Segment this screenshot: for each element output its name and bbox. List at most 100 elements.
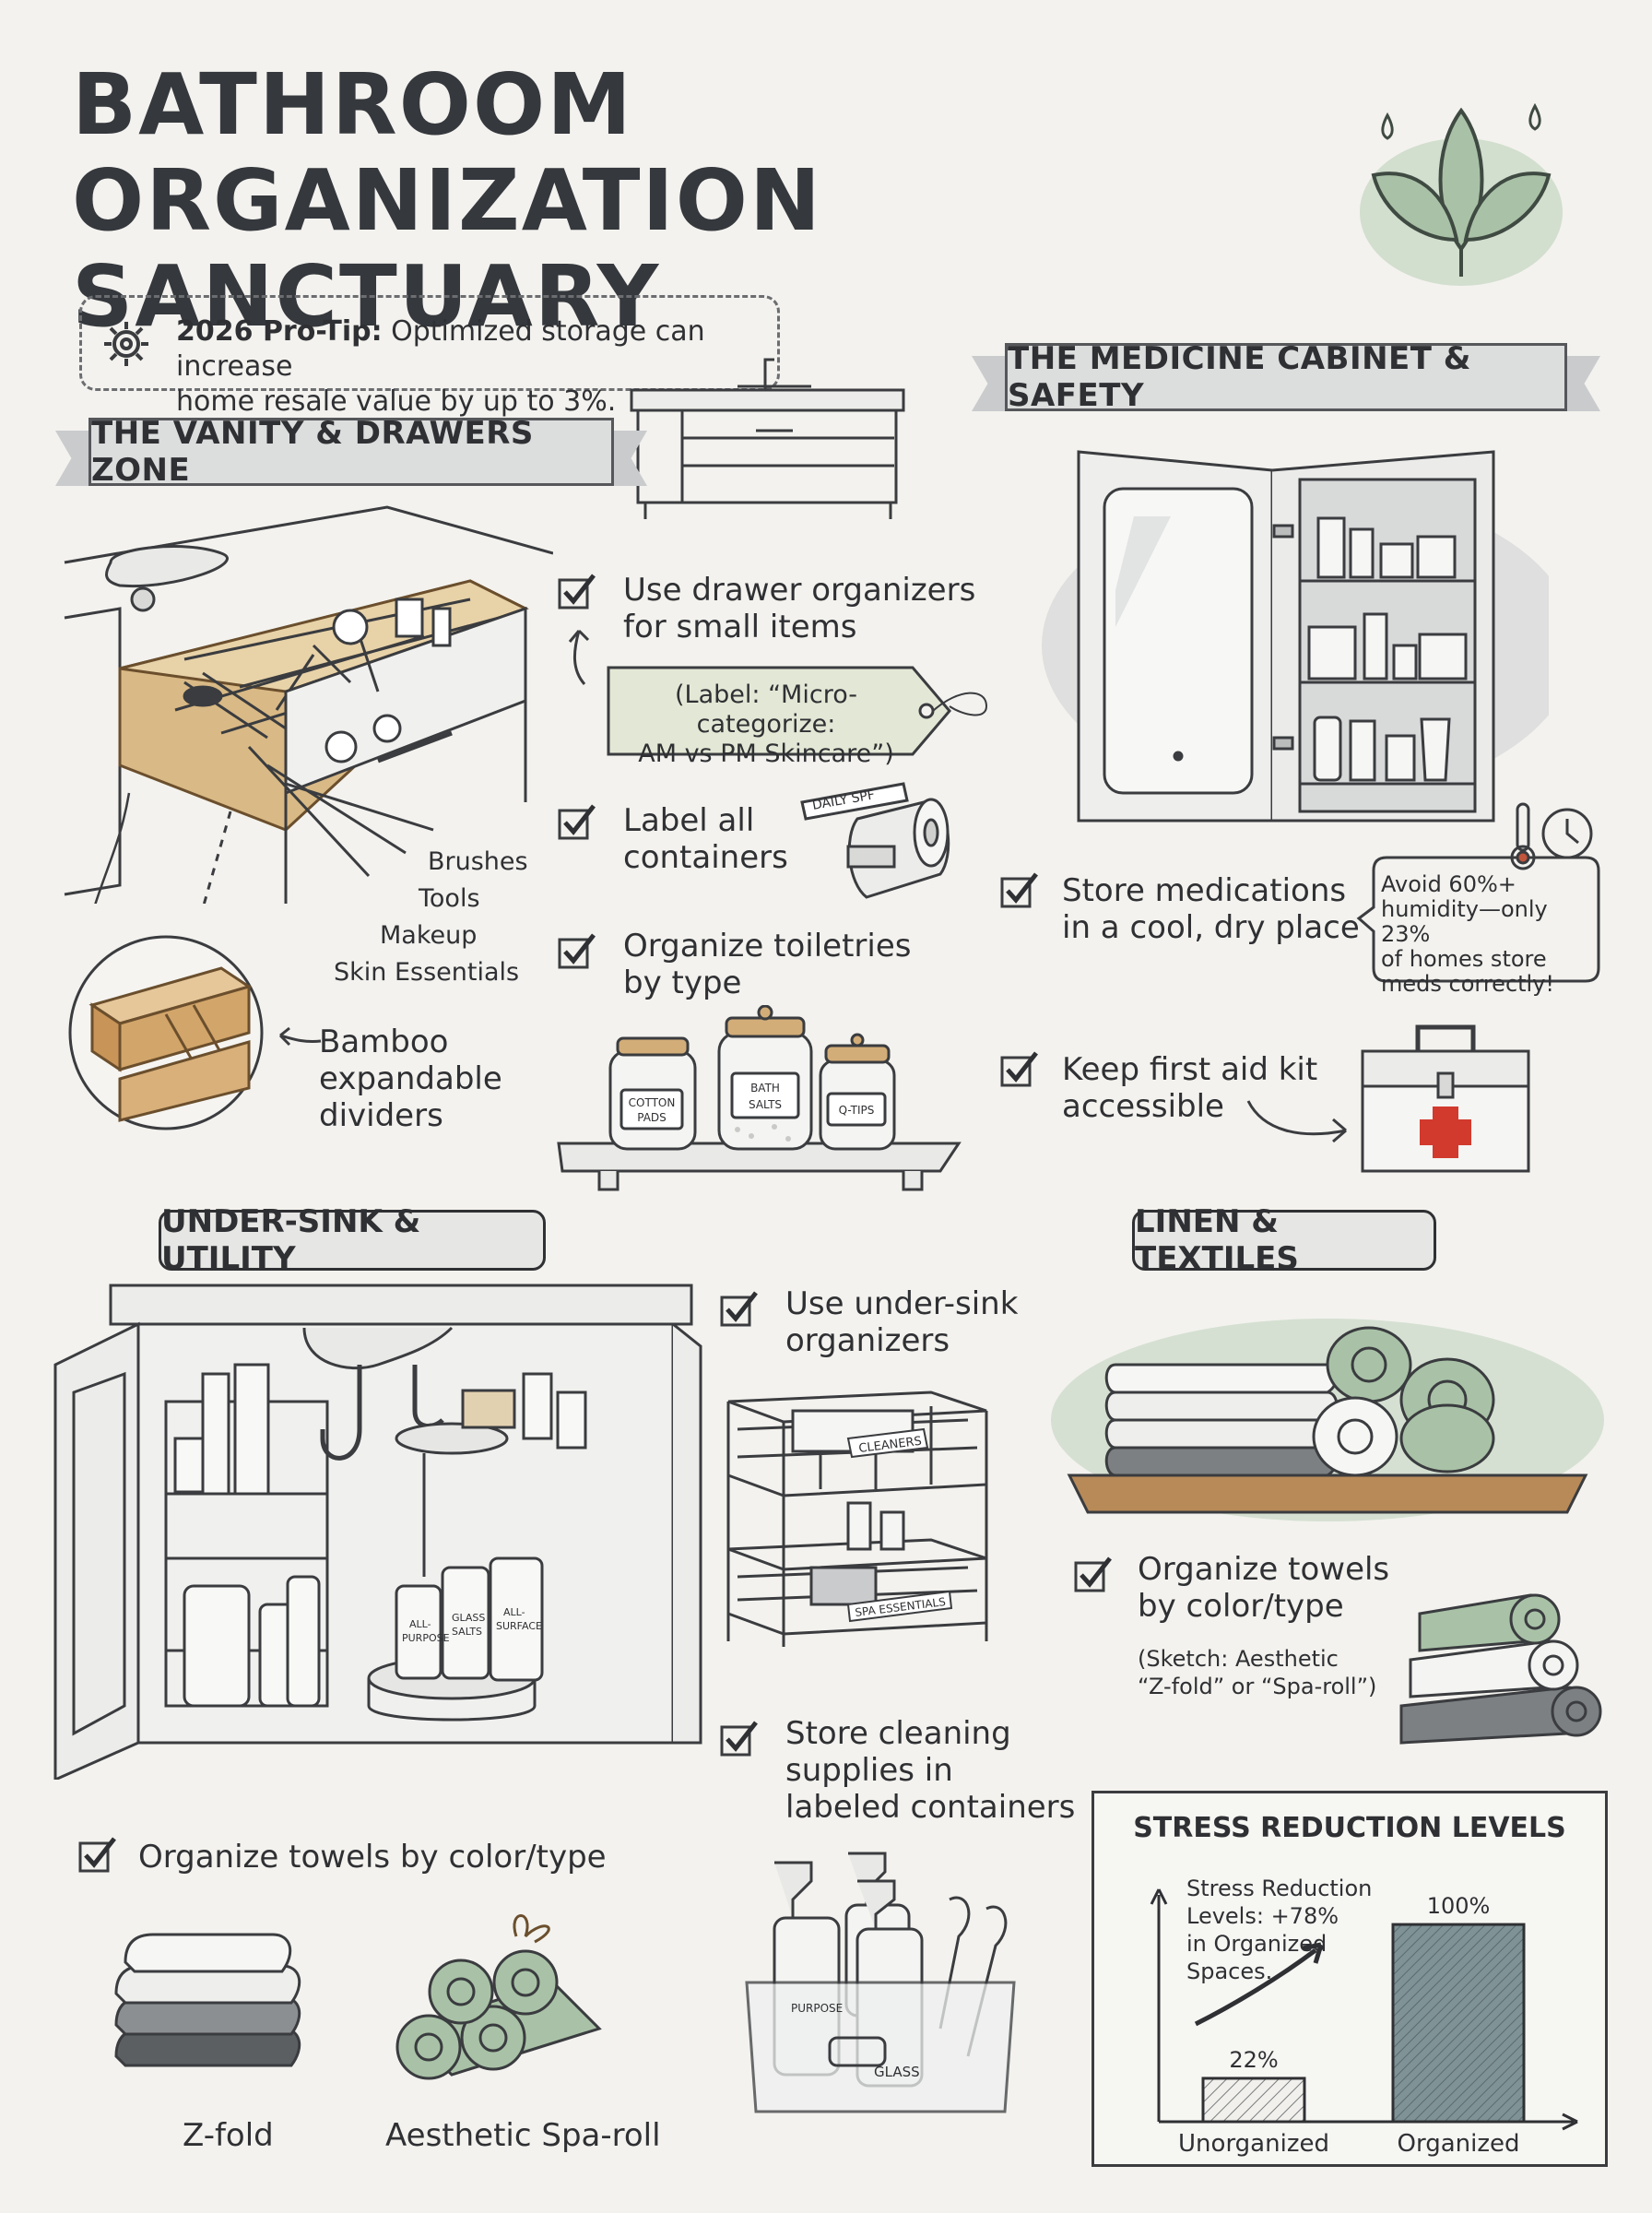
jar-label-pads: PADS (637, 1111, 667, 1124)
category-label-unorganized: Unorganized (1178, 2130, 1329, 2158)
bottle-label-salts: SALTS (452, 1626, 482, 1638)
drawer-label-makeup: Makeup (380, 921, 478, 950)
micro-categorize-tag (607, 666, 988, 756)
micro-categorize-label: (Label: “Micro-categorize: AM vs PM Skin… (614, 680, 918, 769)
annotation-line-1: Stress Reduction (1186, 1876, 1373, 1901)
undersink-heading: UNDER-SINK & UTILITY (161, 1203, 421, 1277)
linen-shelf-illustration (1051, 1319, 1604, 1521)
bar-organized (1391, 1923, 1526, 2124)
label-containers-item: Label all containers (623, 802, 788, 876)
drawer-label-brushes: Brushes (428, 847, 528, 876)
cleaning-supplies-line-3: labeled containers (785, 1789, 1076, 1826)
toiletries-line-2: by type (623, 964, 742, 1001)
first-aid-kit-icon (1361, 1024, 1530, 1173)
checkbox-icon (558, 574, 596, 609)
pro-tip-text: 2026 Pro-Tip: Optimized storage can incr… (176, 314, 766, 420)
jar-label-cotton: COTTON (629, 1096, 676, 1109)
value-label-unorganized: 22% (1229, 2047, 1278, 2073)
jar-label-salts: SALTS (749, 1098, 782, 1111)
first-aid-item: Keep first aid kit accessible (1062, 1051, 1317, 1125)
value-label-organized: 100% (1427, 1893, 1491, 1919)
linen-sketch-line-1: (Sketch: Aesthetic (1138, 1646, 1339, 1672)
callout-line-3: of homes store (1381, 946, 1547, 972)
bar-unorganized (1201, 2077, 1306, 2124)
linen-towels-line-2: by color/type (1138, 1588, 1344, 1625)
label-tag-line-1: (Label: “Micro-categorize: (675, 680, 857, 739)
thermometer-clock-icon (1510, 802, 1593, 870)
callout-line-1: Avoid 60%+ (1381, 871, 1516, 897)
arrow-icon (278, 1026, 322, 1047)
checkbox-icon (78, 1837, 116, 1873)
linen-towels-item: Organize towels by color/type (1138, 1551, 1389, 1625)
cleaning-supplies-item: Store cleaning supplies in labeled conta… (785, 1715, 1075, 1826)
drawer-organizers-line-1: Use drawer organizers (623, 572, 976, 609)
drawer-organizer-illustration (64, 505, 553, 904)
rolled-towels-stack-illustration (1399, 1593, 1602, 1745)
pro-tip-box: 2026 Pro-Tip: Optimized storage can incr… (79, 295, 780, 418)
under-sink-organizers-line-2: organizers (785, 1322, 950, 1359)
linen-sketch-line-2: “Z-fold” or “Spa-roll”) (1138, 1674, 1377, 1699)
bottle-label-all-1: ALL- (409, 1618, 431, 1630)
leaf-logo-icon (1360, 102, 1563, 286)
checkbox-icon (720, 1291, 758, 1327)
vanity-heading: THE VANITY & DRAWERS ZONE (88, 415, 614, 489)
pro-tip-line-2: home resale value by up to 3%. (176, 385, 617, 418)
cleaning-supplies-line-1: Store cleaning (785, 1715, 1011, 1752)
annotation-line-4: Spaces. (1186, 1959, 1273, 1984)
linen-towels-line-1: Organize towels (1138, 1551, 1390, 1588)
jar-label-bath: BATH (750, 1082, 780, 1095)
toiletry-jars-shelf-illustration: COTTON PADS BATH SALTS Q-TIPS (557, 1005, 962, 1191)
bamboo-dividers-label: Bamboo expandable dividers (319, 1024, 502, 1134)
label-containers-line-1: Label all (623, 802, 755, 839)
label-containers-line-2: containers (623, 839, 788, 876)
linen-sketch-note: (Sketch: Aesthetic “Z-fold” or “Spa-roll… (1138, 1645, 1376, 1700)
label-tag-line-2: AM vs PM Skincare”) (638, 740, 894, 768)
bamboo-label-line-3: dividers (319, 1097, 443, 1134)
pro-tip-line-1: Optimized storage can increase (176, 315, 705, 383)
toiletries-line-1: Organize toiletries (623, 928, 912, 964)
vanity-cabinet-illustration (630, 358, 905, 519)
drawer-label-skin-essentials: Skin Essentials (334, 958, 520, 987)
drawer-organizers-item: Use drawer organizers for small items (623, 572, 975, 645)
arrow-up-icon (568, 629, 590, 685)
linen-section-tag: LINEN & TEXTILES (1132, 1203, 1436, 1277)
checkbox-icon (558, 933, 596, 969)
medications-line-2: in a cool, dry place (1062, 909, 1360, 946)
medicine-cabinet-illustration (1042, 450, 1549, 822)
bamboo-label-line-1: Bamboo (319, 1024, 449, 1060)
checkbox-icon (558, 804, 596, 840)
checkbox-icon (1074, 1556, 1112, 1592)
bottle-label-all-2: ALL- (503, 1606, 525, 1618)
drawer-label-tools: Tools (419, 884, 480, 913)
bottle-label-surface: SURFACE (496, 1620, 542, 1632)
spa-roll-towels-illustration (395, 1914, 602, 2080)
linen-heading: LINEN & TEXTILES (1135, 1203, 1299, 1277)
z-fold-towels-illustration (114, 1933, 301, 2067)
towels-item-left: Organize towels by color/type (138, 1839, 607, 1876)
title-line-1: BATHROOM ORGANIZATION (72, 55, 822, 250)
stress-chart: 22% Unorganized 100% Organized (1150, 1888, 1578, 2158)
gear-icon (104, 322, 148, 366)
drawer-organizers-line-2: for small items (623, 609, 857, 645)
bottle-label-purpose: PURPOSE (402, 1632, 450, 1644)
humidity-callout-bubble (1356, 856, 1600, 983)
checkbox-icon (720, 1721, 758, 1757)
cleaning-supplies-line-2: supplies in (785, 1752, 953, 1789)
undersink-section-tag: UNDER-SINK & UTILITY (159, 1203, 546, 1277)
label-maker-icon: DAILY SPF (800, 782, 950, 899)
toiletries-item: Organize toiletries by type (623, 928, 911, 1001)
medications-line-1: Store medications (1062, 872, 1347, 909)
pro-tip-label: 2026 Pro-Tip: (176, 315, 383, 348)
first-aid-line-1: Keep first aid kit (1062, 1051, 1318, 1088)
caddy-label-purpose: PURPOSE (791, 2002, 843, 2015)
checkbox-icon (1000, 1051, 1038, 1087)
category-label-organized: Organized (1398, 2130, 1520, 2158)
bamboo-label-line-2: expandable (319, 1060, 502, 1097)
rolling-cart-illustration: CLEANERS SPA ESSENTIALS (726, 1391, 988, 1647)
medicine-section-banner: THE MEDICINE CABINET & SAFETY (972, 340, 1600, 414)
medicine-heading: THE MEDICINE CABINET & SAFETY (1005, 340, 1567, 414)
bottle-label-glass: GLASS (452, 1612, 485, 1624)
bamboo-divider-detail (68, 935, 264, 1130)
chart-annotation: Stress Reduction Levels: +78% in Organiz… (1186, 1875, 1408, 1985)
spa-roll-label: Aesthetic Spa-roll (385, 2117, 661, 2154)
